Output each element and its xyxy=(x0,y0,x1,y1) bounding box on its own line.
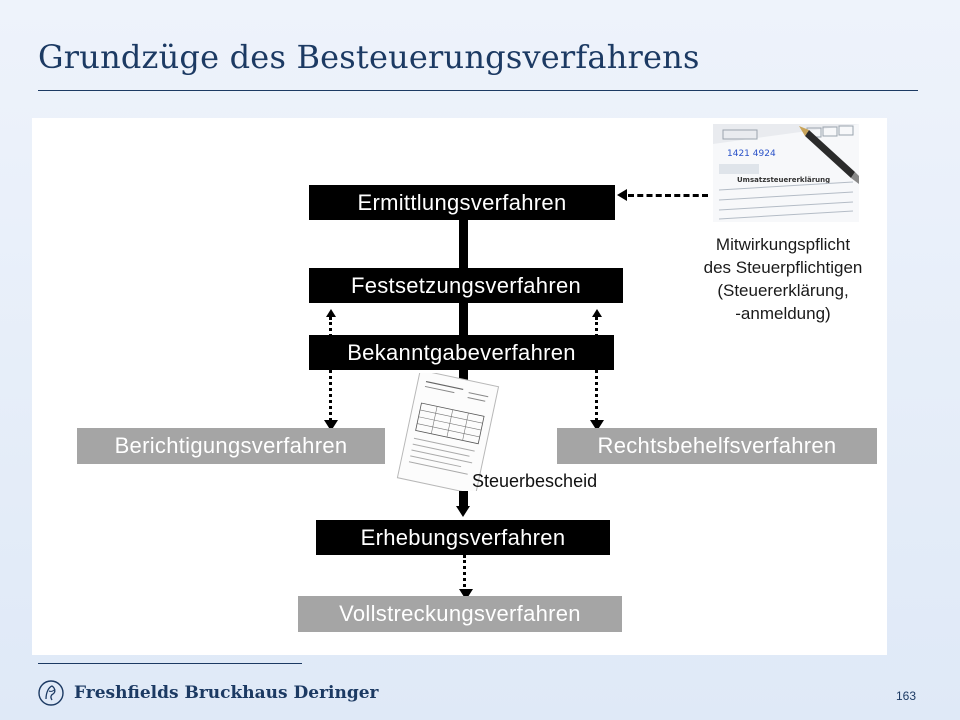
box-erhebungsverfahren: Erhebungsverfahren xyxy=(316,520,610,555)
title-divider xyxy=(38,90,918,91)
page-number: 163 xyxy=(895,689,916,703)
note-line: des Steuerpflichtigen xyxy=(703,258,863,277)
svg-text:1421 4924: 1421 4924 xyxy=(727,149,776,159)
dotted-rechtsbehelf-link xyxy=(595,317,598,427)
firm-logo-icon xyxy=(38,680,64,706)
note-line: -anmeldung) xyxy=(735,304,831,323)
box-bekanntgabeverfahren: Bekanntgabeverfahren xyxy=(309,335,614,370)
tax-form-photo: 1421 4924 Umsatzsteuererklärung xyxy=(713,124,859,222)
arrow-to-ermittlung xyxy=(617,189,627,201)
note-line: Mitwirkungspflicht xyxy=(715,235,851,254)
steuerbescheid-label: Steuerbescheid xyxy=(472,471,598,491)
dotted-berichtigung-link xyxy=(329,317,332,427)
arrow-up-right xyxy=(592,309,602,317)
box-ermittlungsverfahren: Ermittlungsverfahren xyxy=(309,185,615,220)
arrow-to-erhebung xyxy=(456,506,470,517)
box-festsetzungsverfahren: Festsetzungsverfahren xyxy=(309,268,623,303)
firm-name: Freshfields Bruckhaus Deringer xyxy=(74,683,379,703)
footer-divider xyxy=(38,663,302,664)
arrow-to-vollstreckung xyxy=(459,589,473,600)
box-vollstreckungsverfahren: Vollstreckungsverfahren xyxy=(298,596,622,632)
arrow-up-left xyxy=(326,309,336,317)
svg-text:Umsatzsteuererklärung: Umsatzsteuererklärung xyxy=(737,176,830,184)
mitwirkungspflicht-note: Mitwirkungspflicht des Steuerpflichtigen… xyxy=(668,233,898,325)
box-berichtigungsverfahren: Berichtigungsverfahren xyxy=(77,428,385,464)
arrow-down-berichtigung xyxy=(324,420,338,431)
steuerbescheid-document-image xyxy=(396,373,500,491)
slide-title: Grundzüge des Besteuerungsverfahrens xyxy=(38,38,700,76)
box-rechtsbehelfsverfahren: Rechtsbehelfsverfahren xyxy=(557,428,877,464)
dotted-vollstreckung-link xyxy=(463,555,466,593)
dashed-mitwirkung-arrow xyxy=(628,194,708,197)
arrow-down-rechtsbehelf xyxy=(590,420,604,431)
note-line: (Steuererklärung, xyxy=(717,281,849,300)
